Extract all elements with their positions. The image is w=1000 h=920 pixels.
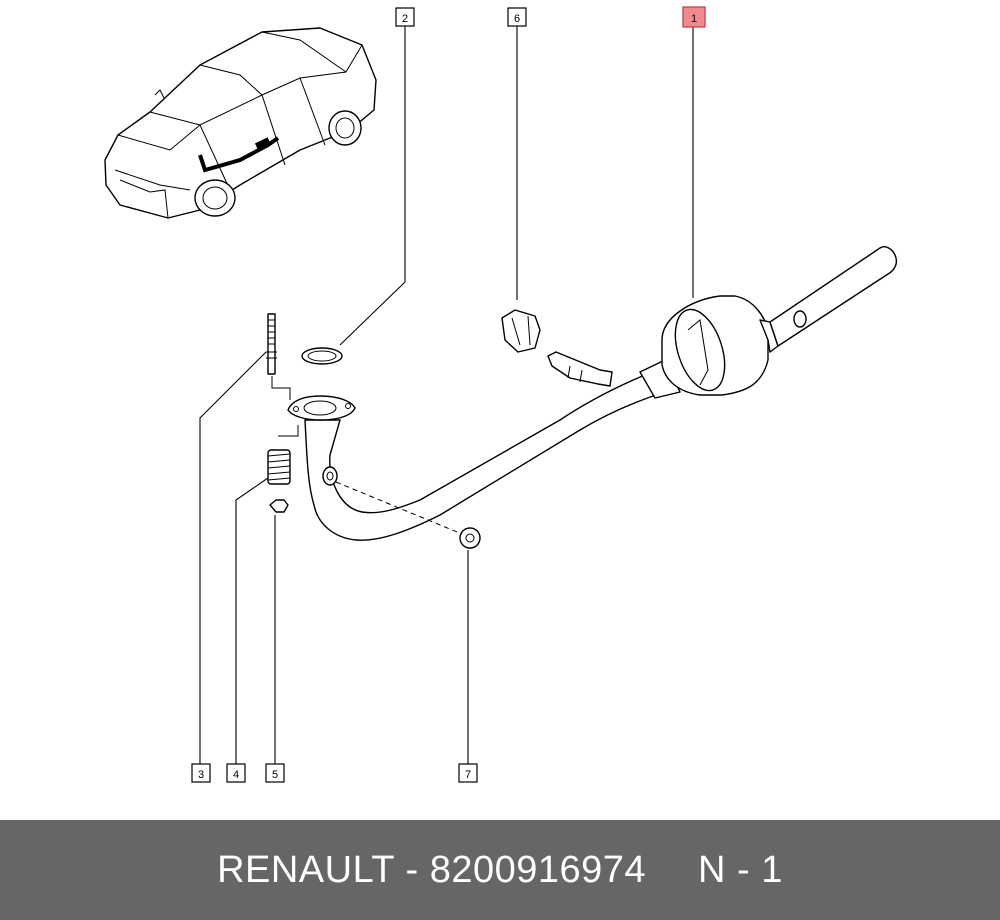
svg-text:4: 4 [233, 769, 239, 781]
exhaust-flange [287, 395, 356, 421]
callout-5: 5 [265, 763, 285, 783]
rubber-mount [501, 309, 613, 387]
stud-bolt [266, 313, 277, 375]
spring [267, 449, 291, 485]
svg-text:6: 6 [514, 13, 520, 25]
exhaust-gasket [301, 347, 343, 365]
position-label: N - 1 [698, 848, 783, 891]
pipe-cap [459, 527, 481, 549]
callout-2: 2 [395, 7, 415, 27]
callout-6: 6 [507, 7, 527, 27]
svg-text:3: 3 [198, 769, 204, 781]
car-location-illustration [104, 27, 377, 219]
exhaust-parts-diagram: 1 2 3 4 5 6 7 [104, 6, 898, 783]
leader-lines [199, 26, 694, 764]
callout-1: 1 [682, 6, 706, 28]
svg-text:7: 7 [465, 769, 471, 781]
assembly-guides [271, 376, 463, 535]
part-number-footer: RENAULT - 8200916974 N - 1 [0, 820, 1000, 920]
svg-text:5: 5 [272, 769, 278, 781]
catalytic-converter-pipe [304, 246, 898, 541]
callout-4: 4 [226, 763, 246, 783]
svg-text:1: 1 [691, 13, 697, 25]
nut [269, 499, 289, 513]
svg-text:2: 2 [402, 13, 408, 25]
brand-part-number: RENAULT - 8200916974 [217, 848, 647, 891]
callout-7: 7 [458, 763, 478, 783]
callout-3: 3 [191, 763, 211, 783]
